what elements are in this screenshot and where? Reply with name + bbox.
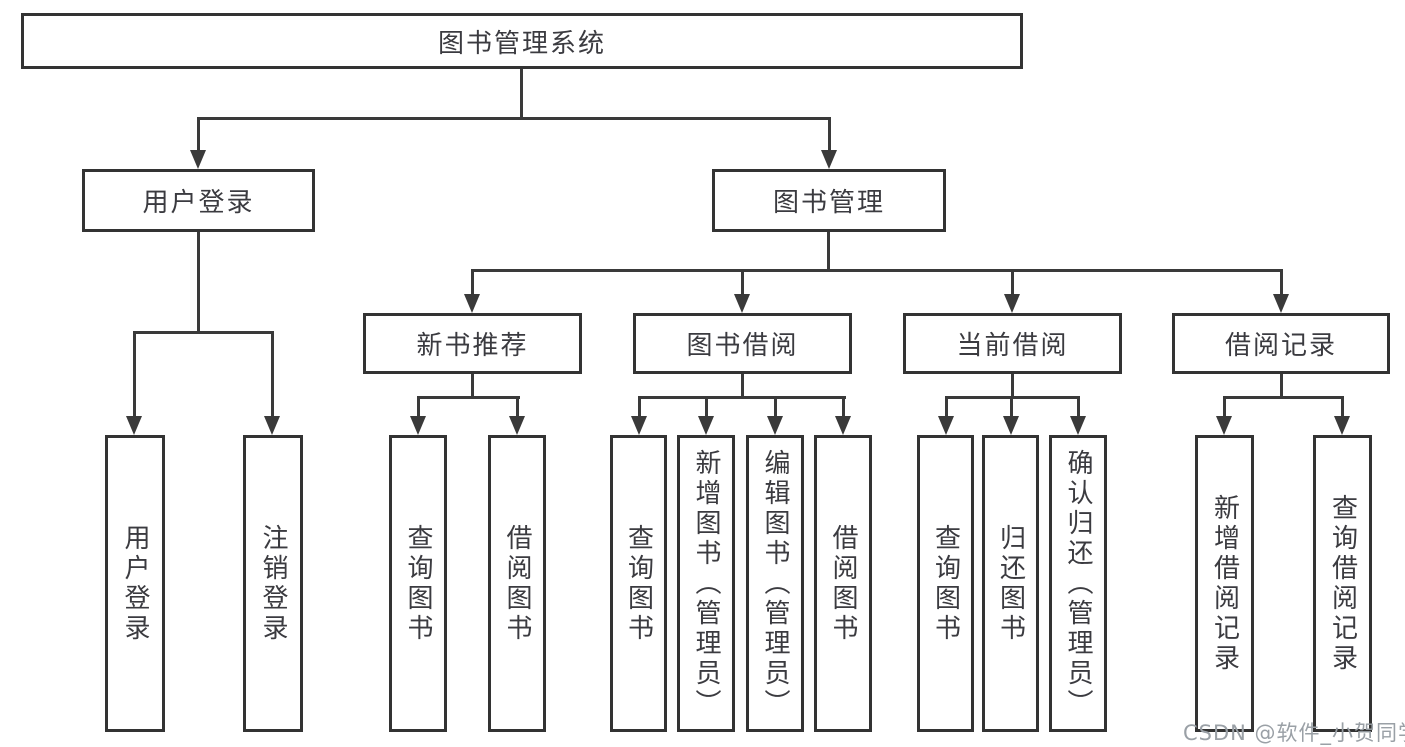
leaf-label: 归还图书 [995, 523, 1026, 644]
node-current-borrowing: 当前借阅 [903, 313, 1122, 374]
leaf-user-login: 用户登录 [105, 435, 165, 732]
leaf-label: 借阅图书 [828, 523, 858, 644]
connector-line [1010, 396, 1013, 417]
connector-line [1011, 269, 1014, 296]
leaf-label: 新增图书（管理员） [691, 448, 721, 719]
connector-line [516, 396, 519, 417]
connector-line [741, 374, 744, 398]
leaf-label: 注销登录 [258, 523, 288, 644]
leaf-label: 查询图书 [623, 523, 654, 644]
leaf-return-books: 归还图书 [982, 435, 1039, 732]
connector-line [705, 396, 708, 417]
leaf-label: 新增借阅记录 [1209, 493, 1240, 674]
connector-line [1280, 269, 1283, 296]
connector-line [1077, 396, 1080, 417]
connector-line [774, 396, 777, 417]
arrow-down-icon [698, 416, 714, 435]
arrow-down-icon [938, 416, 954, 435]
leaf-query-books-recommend: 查询图书 [389, 435, 447, 732]
leaf-edit-book-admin: 编辑图书（管理员） [746, 435, 804, 732]
leaf-label: 用户登录 [120, 523, 150, 644]
node-label: 图书借阅 [686, 331, 799, 361]
arrow-down-icon [734, 294, 750, 313]
leaf-borrow-books-borrowing: 借阅图书 [814, 435, 872, 732]
leaf-confirm-return-admin: 确认归还（管理员） [1049, 435, 1107, 732]
leaf-borrow-books-recommend: 借阅图书 [488, 435, 546, 732]
node-label: 图书管理 [772, 188, 885, 218]
arrow-down-icon [1070, 416, 1086, 435]
connector-line [417, 396, 420, 417]
node-borrowing-records: 借阅记录 [1172, 313, 1390, 374]
node-label: 借阅记录 [1224, 331, 1337, 361]
arrow-down-icon [1003, 416, 1019, 435]
connector-line [741, 269, 744, 296]
leaf-label: 查询借阅记录 [1327, 493, 1358, 674]
connector-line [1223, 396, 1226, 417]
connector-line [471, 269, 1283, 272]
connector-line [417, 396, 520, 399]
node-library-management-system: 图书管理系统 [21, 13, 1023, 69]
node-book-borrowing: 图书借阅 [633, 313, 852, 374]
leaf-label: 查询图书 [403, 523, 433, 644]
connector-line [842, 396, 845, 417]
node-label: 新书推荐 [416, 331, 529, 361]
arrow-down-icon [410, 416, 426, 435]
leaf-add-book-admin: 新增图书（管理员） [677, 435, 735, 732]
connector-line [1011, 374, 1014, 398]
leaf-logout: 注销登录 [243, 435, 303, 732]
node-label: 用户登录 [142, 188, 255, 218]
arrow-down-icon [126, 416, 142, 435]
connector-line [1280, 374, 1283, 398]
connector-line [638, 396, 641, 417]
connector-line [1223, 396, 1344, 399]
arrow-down-icon [464, 294, 480, 313]
connector-line [1341, 396, 1344, 417]
arrow-down-icon [835, 416, 851, 435]
leaf-add-borrow-record: 新增借阅记录 [1195, 435, 1254, 732]
leaf-label: 借阅图书 [502, 523, 532, 644]
watermark: CSDN @软件_小贺同学 [1183, 721, 1405, 745]
connector-line [945, 396, 948, 417]
leaf-label: 编辑图书（管理员） [760, 448, 790, 719]
arrow-down-icon [821, 150, 837, 169]
connector-line [133, 331, 136, 416]
leaf-query-books-borrowing: 查询图书 [610, 435, 667, 732]
leaf-label: 查询图书 [930, 523, 961, 644]
connector-line [133, 331, 274, 334]
arrow-down-icon [1216, 416, 1232, 435]
arrow-down-icon [631, 416, 647, 435]
arrow-down-icon [767, 416, 783, 435]
connector-line [197, 117, 200, 151]
connector-line [197, 232, 200, 333]
connector-line [638, 396, 846, 399]
connector-line [271, 331, 274, 416]
arrow-down-icon [264, 416, 280, 435]
connector-line [197, 117, 831, 120]
arrow-down-icon [509, 416, 525, 435]
node-book-management: 图书管理 [712, 169, 946, 232]
connector-line [471, 269, 474, 296]
connector-line [471, 374, 474, 398]
arrow-down-icon [1004, 294, 1020, 313]
leaf-label: 确认归还（管理员） [1063, 448, 1093, 719]
arrow-down-icon [190, 150, 206, 169]
arrow-down-icon [1273, 294, 1289, 313]
connector-line [520, 69, 523, 119]
connector-line [827, 232, 830, 271]
leaf-query-borrow-record: 查询借阅记录 [1313, 435, 1372, 732]
arrow-down-icon [1334, 416, 1350, 435]
connector-line [828, 117, 831, 151]
node-new-book-recommendation: 新书推荐 [363, 313, 582, 374]
node-label: 当前借阅 [956, 331, 1069, 361]
leaf-query-books-current: 查询图书 [917, 435, 974, 732]
node-label: 图书管理系统 [437, 28, 606, 59]
node-user-login: 用户登录 [82, 169, 315, 232]
